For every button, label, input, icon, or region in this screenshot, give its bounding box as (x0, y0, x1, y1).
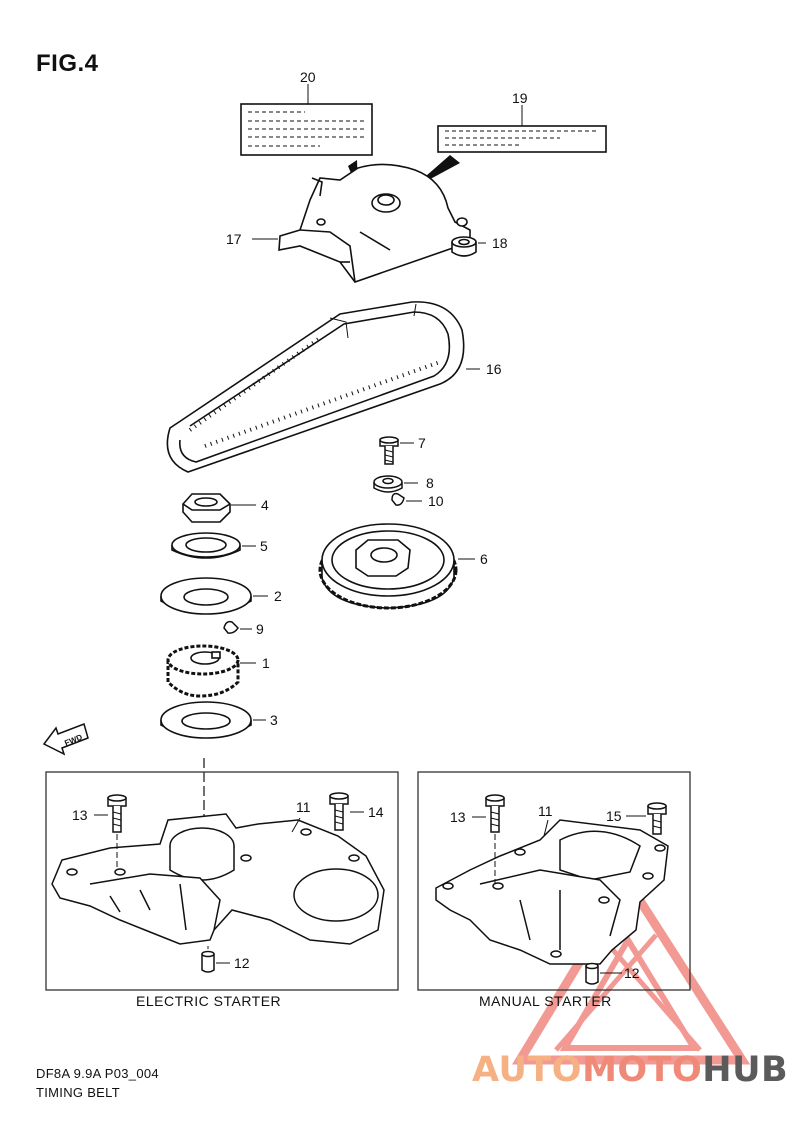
fwd-arrow-icon (42, 723, 89, 756)
callout-10: 10 (428, 493, 444, 509)
watermark-part-moto: MOTO (582, 1050, 703, 1090)
lock-washer-5-part (171, 532, 241, 559)
key-9-part (223, 620, 239, 634)
section-name: TIMING BELT (36, 1085, 120, 1100)
nut-4-part (182, 493, 231, 523)
watermark-part-auto: AUTO (472, 1050, 583, 1090)
callout-5: 5 (260, 538, 268, 554)
watermark-triangle-icon (512, 873, 751, 1065)
callout-16: 16 (486, 361, 502, 377)
large-sprocket-part (318, 523, 458, 610)
callout-14: 14 (368, 804, 384, 820)
watermark-logo: AUTOMOTOHUB (472, 1050, 788, 1090)
electric-bracket-part (51, 813, 385, 945)
callout-13-right: 13 (450, 809, 466, 825)
grommet-part (451, 236, 477, 257)
dowel-12-left-part (201, 950, 215, 973)
callout-6: 6 (480, 551, 488, 567)
washer-8-part (373, 475, 403, 493)
callout-20: 20 (300, 69, 316, 85)
timing-belt-part (166, 301, 465, 473)
bolt-7-part (379, 436, 399, 465)
belt-cover-part (278, 163, 471, 283)
callout-11-left: 11 (296, 799, 311, 815)
callout-7: 7 (418, 435, 426, 451)
callout-19: 19 (512, 90, 528, 106)
callout-12-right: 12 (624, 965, 640, 981)
manual-starter-panel (417, 771, 691, 991)
electric-starter-label: ELECTRIC STARTER (136, 993, 282, 1009)
plate-3-part (160, 701, 252, 739)
label-20-decal (240, 103, 373, 156)
callout-9: 9 (256, 621, 264, 637)
key-10-part (391, 492, 405, 506)
model-code: DF8A 9.9A P03_004 (36, 1066, 159, 1081)
callout-1: 1 (262, 655, 270, 671)
callout-4: 4 (261, 497, 269, 513)
callout-13-left: 13 (72, 807, 88, 823)
figure-title: FIG.4 (36, 50, 99, 77)
callout-11-right: 11 (538, 803, 553, 819)
bolt-13-right-part (485, 794, 505, 833)
bolt-15-part (647, 802, 667, 835)
label-19-decal (437, 125, 607, 153)
callout-18: 18 (492, 235, 508, 251)
manual-bracket-part (435, 819, 669, 965)
callout-17: 17 (226, 231, 242, 247)
bolt-14-part (329, 792, 349, 831)
plate-2-part (160, 577, 252, 615)
callout-8: 8 (426, 475, 434, 491)
watermark-part-hub: HUB (702, 1050, 789, 1090)
callout-12-left: 12 (234, 955, 250, 971)
callout-3: 3 (270, 712, 278, 728)
bolt-13-left-part (107, 794, 127, 833)
dowel-12-right-part (585, 962, 599, 985)
callout-15: 15 (606, 808, 622, 824)
manual-starter-label: MANUAL STARTER (479, 993, 612, 1009)
small-sprocket-part (166, 644, 240, 698)
electric-starter-panel (45, 771, 399, 991)
callout-2: 2 (274, 588, 282, 604)
